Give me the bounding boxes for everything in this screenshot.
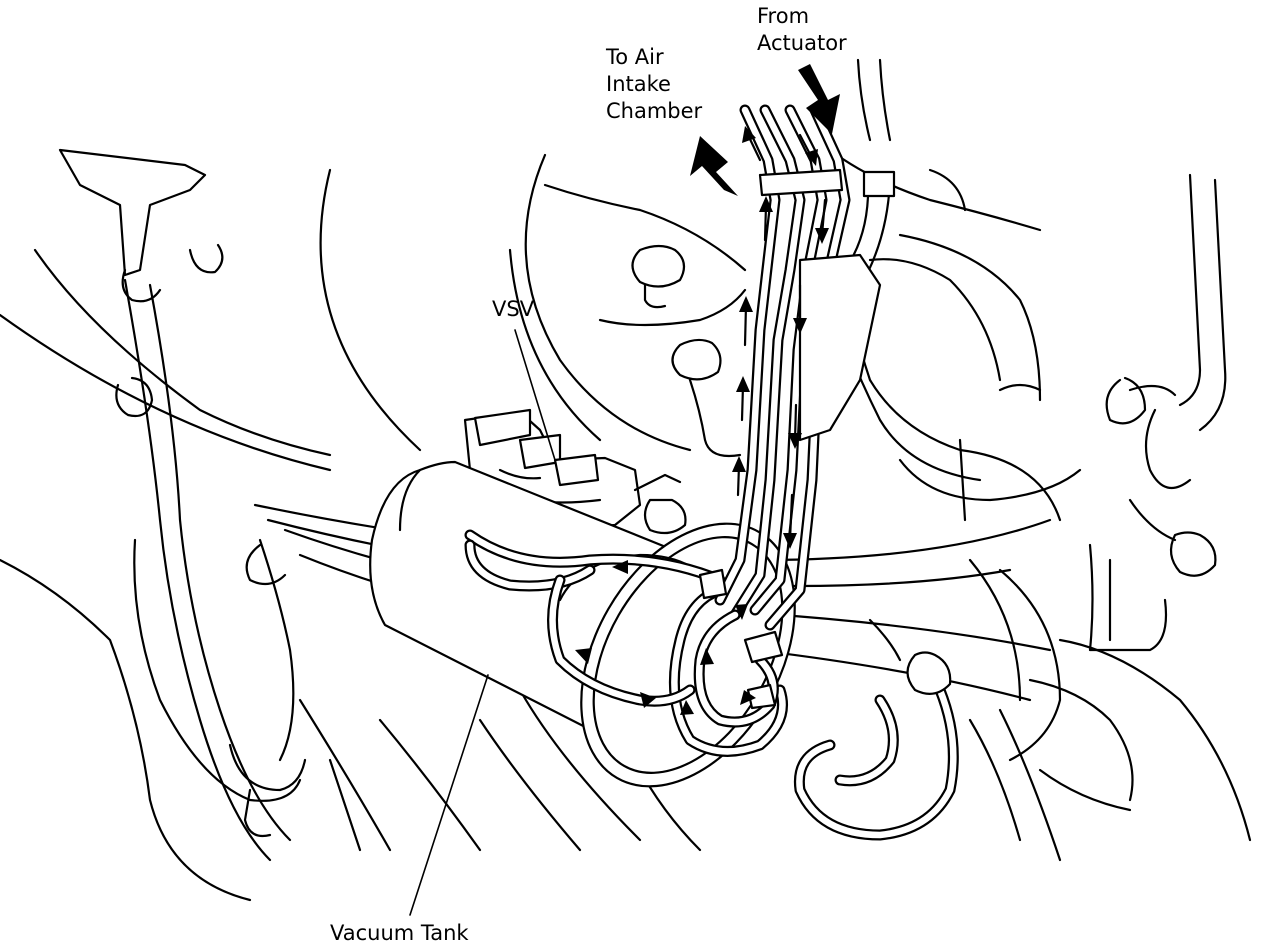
label-vsv: VSV <box>492 297 535 321</box>
flow-arrowhead-icon <box>798 133 818 166</box>
flow-arrowhead-icon <box>783 493 797 549</box>
flow-arrowhead-icon <box>680 700 694 715</box>
solid-arrow-icon <box>798 64 840 134</box>
flow-arrowhead-icon <box>793 283 807 334</box>
flow-arrowhead-icon <box>742 126 762 162</box>
flow-arrowhead-icon <box>740 690 756 705</box>
flow-arrowhead-icon <box>700 648 714 665</box>
flow-arrowhead-icon <box>736 376 750 422</box>
flow-arrowhead-icon <box>735 604 748 620</box>
vsv-leader-line <box>514 329 556 461</box>
solid-arrow-icon <box>690 136 738 196</box>
vacuum-tank-leader-line <box>409 674 489 916</box>
label-to-air-intake-chamber: To Air Intake Chamber <box>606 45 703 123</box>
flow-arrows <box>575 126 829 715</box>
flow-arrowhead-icon <box>788 403 802 449</box>
flow-arrowhead-icon <box>612 560 628 574</box>
label-vacuum-tank: Vacuum Tank <box>330 921 469 945</box>
flow-arrowhead-icon <box>759 196 773 242</box>
flow-arrowhead-icon <box>640 692 656 708</box>
flow-arrowhead-icon <box>815 198 829 244</box>
flow-arrowhead-icon <box>732 456 746 497</box>
label-from-actuator: From Actuator <box>757 4 847 55</box>
vacuum-hoses <box>464 104 882 757</box>
flow-arrowhead-icon <box>575 648 592 664</box>
flow-arrowhead-icon <box>739 296 753 347</box>
